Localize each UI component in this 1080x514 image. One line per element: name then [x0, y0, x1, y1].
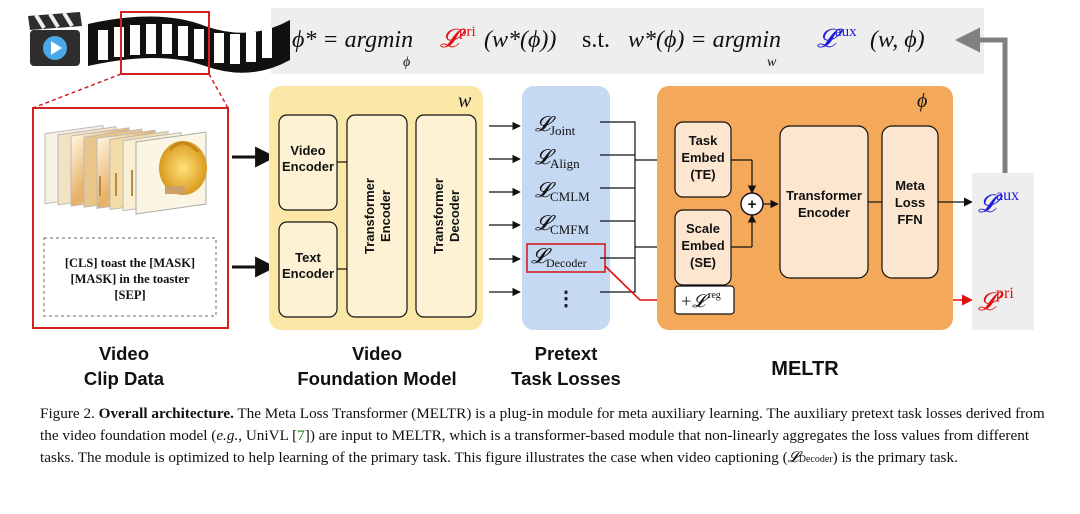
meltr-transformer-line-2: Encoder: [798, 205, 850, 220]
text-input-line-2: [MASK] in the toaster: [70, 272, 190, 286]
loss-align-sub: Align: [550, 156, 580, 171]
caption-ref-link[interactable]: 7: [297, 427, 305, 444]
foundation-to-loss-arrows: [489, 121, 521, 297]
text-encoder-line-1: Text: [295, 250, 321, 265]
label-meltr: MELTR: [771, 358, 839, 380]
foundation-param-w: w: [458, 90, 472, 112]
architecture-diagram: ϕ* = argmin ϕ 𝓛 pri (w*(ϕ)) s.t. w*(ϕ) =…: [28, 8, 1034, 389]
objective-equation: ϕ* = argmin ϕ 𝓛 pri (w*(ϕ)) s.t. w*(ϕ) =…: [292, 24, 925, 70]
film-selection-box: [120, 11, 210, 75]
video-frames-stack: [44, 124, 207, 215]
task-losses-panel: [522, 86, 610, 330]
task-embed-line-2: Embed: [681, 150, 724, 165]
embed-to-sum-wires: [731, 159, 779, 248]
transformer-encoder-line-2: Encoder: [378, 190, 393, 242]
transformer-decoder-line-1: Transformer: [431, 178, 446, 254]
eq-sub-w: w: [767, 55, 777, 70]
sum-node: [740, 192, 764, 216]
caption-text-2: , UniVL [: [238, 427, 298, 444]
output-pri-sup: pri: [996, 285, 1014, 302]
task-embed-line-3: (TE): [690, 167, 715, 182]
output-aux-sup: aux: [996, 187, 1019, 204]
loss-cmlm-sub: CMLM: [550, 189, 590, 204]
caption-text-4: ) is the primary task.: [832, 449, 958, 466]
label-pretext-line-2: Task Losses: [511, 368, 621, 389]
eq-st: s.t.: [582, 27, 610, 53]
transformer-decoder-box: [415, 114, 477, 318]
label-foundation-line-2: Foundation Model: [297, 368, 456, 389]
toast-icon: [159, 141, 207, 195]
eq-w-star: w*(ϕ) = argmin: [628, 27, 781, 53]
caption-fig-number: Figure 2.: [40, 405, 95, 422]
film-strip: [88, 11, 290, 75]
meltr-param-phi: ϕ: [917, 90, 927, 112]
caption-symbol-sub: Decoder: [798, 454, 833, 465]
sum-symbol: +: [748, 196, 757, 213]
output-panel: [972, 173, 1034, 330]
scale-embed-line-3: (SE): [690, 255, 716, 270]
label-video-clip-line-2: Clip Data: [84, 368, 165, 389]
zoom-line-right: [208, 73, 229, 109]
label-pretext-line-1: Pretext: [535, 343, 598, 364]
caption-title: Overall architecture.: [98, 405, 234, 422]
scale-embed-line-1: Scale: [686, 221, 720, 236]
text-encoder-line-2: Encoder: [282, 266, 334, 281]
text-input-box: [43, 237, 217, 317]
meta-loss-ffn-line-2: Loss: [895, 195, 925, 210]
feedback-arrow: [955, 27, 1008, 173]
eq-w-phi: (w, ϕ): [870, 27, 925, 53]
eq-aux-sup: aux: [835, 24, 857, 40]
text-input-line-3: [SEP]: [114, 288, 145, 302]
meltr-transformer-line-1: Transformer: [786, 188, 862, 203]
scale-embed-line-2: Embed: [681, 238, 724, 253]
transformer-encoder-line-1: Transformer: [362, 178, 377, 254]
more-losses-ellipsis: ⋮: [556, 288, 576, 310]
label-foundation-line-1: Video: [352, 343, 402, 364]
loss-cmfm-sub: CMFM: [550, 222, 589, 237]
loss-decoder-sub: Decoder: [546, 256, 587, 270]
eq-pri-sup: pri: [459, 24, 476, 40]
zoom-line-left: [32, 73, 122, 109]
meta-loss-ffn-line-3: FFN: [897, 212, 922, 227]
label-video-clip-line-1: Video: [99, 343, 149, 364]
loss-joint-sub: Joint: [550, 123, 576, 138]
caption-text-1: The Meta Loss Transformer (MELTR) is a p…: [40, 405, 1045, 444]
caption-text-3: ]) are input to MELTR, which is a transf…: [40, 427, 1030, 466]
reg-loss-sup: reg: [708, 290, 721, 301]
eq-w-of-phi: (w*(ϕ)): [484, 27, 556, 53]
eq-phi-star: ϕ* = argmin: [292, 27, 413, 53]
caption-eg: e.g.: [216, 427, 239, 444]
video-encoder-line-2: Encoder: [282, 159, 334, 174]
text-input-line-1: [CLS] toast the [MASK]: [65, 256, 195, 270]
transformer-decoder-line-2: Decoder: [447, 190, 462, 242]
video-encoder-line-1: Video: [290, 143, 325, 158]
meta-loss-ffn-line-1: Meta: [895, 178, 925, 193]
equation-banner: [271, 8, 984, 74]
task-embed-line-1: Task: [689, 133, 718, 148]
figure-caption: Figure 2. Overall architecture. The Meta…: [40, 403, 1050, 471]
reg-loss-symbol: +𝓛: [680, 291, 710, 311]
transformer-encoder-box: [346, 114, 408, 318]
video-clapperboard-icon: [28, 11, 82, 66]
caption-symbol: 𝓛: [787, 449, 799, 466]
eq-sub-phi: ϕ: [403, 55, 410, 70]
reg-loss-box: [674, 285, 735, 315]
